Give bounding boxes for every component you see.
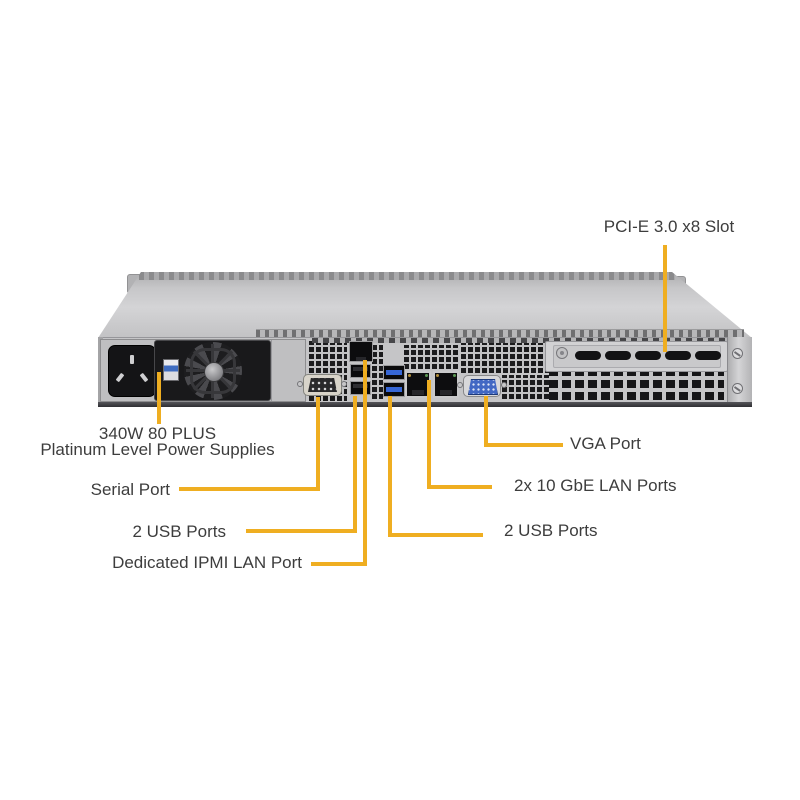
lan-led-green: [453, 374, 456, 377]
pcie-bracket-vent: [575, 351, 601, 360]
label-pcie-slot: PCI-E 3.0 x8 Slot: [603, 217, 735, 236]
callout-line-lan-h: [427, 485, 492, 489]
callout-line-vga-v: [484, 396, 488, 447]
label-power-supply-line2: Platinum Level Power Supplies: [40, 440, 275, 459]
usb2-tongue: [353, 367, 368, 371]
label-ipmi-lan-port: Dedicated IPMI LAN Port: [112, 553, 302, 572]
callout-line-lan-v: [427, 380, 431, 489]
callout-line-serial-h: [179, 487, 320, 491]
bracket-thumbscrew: [556, 347, 568, 359]
pcie-bracket-vent: [695, 351, 721, 360]
callout-line-ipmi-v: [363, 360, 367, 566]
vent-grid-rect: [549, 372, 724, 400]
psu-fan-hub: [204, 362, 224, 382]
callout-line-usb-left-h: [246, 529, 357, 533]
label-usb-ports-right: 2 USB Ports: [504, 521, 598, 540]
callout-line-psu: [157, 372, 161, 424]
vga-screw: [501, 382, 507, 388]
label-vga-port: VGA Port: [570, 434, 641, 453]
vent-grid: [502, 375, 550, 399]
vga-port-pins: [468, 379, 498, 395]
callout-line-vga-h: [484, 443, 563, 447]
power-pin: [130, 355, 134, 364]
label-serial-port: Serial Port: [90, 480, 170, 499]
ipmi-lan-port: [349, 341, 373, 362]
callout-line-usb-right-v: [388, 396, 392, 537]
vga-screw: [457, 382, 463, 388]
pcie-bracket-vent: [635, 351, 661, 360]
chassis-top-lid: [98, 272, 752, 338]
callout-line-serial-v: [316, 397, 320, 490]
lan-led-green: [425, 374, 428, 377]
lid-front-vent-strip: [139, 272, 675, 280]
rail-screw: [732, 383, 743, 394]
usb3-tongue: [386, 370, 402, 375]
chassis-bottom-edge: [98, 402, 752, 407]
rail-screw: [732, 348, 743, 359]
power-inlet-c14: [108, 345, 156, 397]
power-pin: [115, 372, 125, 383]
power-pin: [139, 372, 149, 383]
usb3-tongue: [386, 387, 402, 392]
pcie-bracket-vent: [665, 351, 691, 360]
callout-line-pcie: [663, 245, 667, 352]
serial-port-pins: [308, 378, 337, 392]
serial-screw: [297, 381, 303, 387]
usb2-tongue: [353, 384, 368, 388]
psu-fan-sticker: [163, 359, 179, 381]
callout-line-usb-right-h: [388, 533, 483, 537]
label-power-supply-line1: 340W 80 PLUS: [98, 424, 217, 443]
callout-line-usb-left-v: [353, 396, 357, 533]
lan-latch: [412, 390, 424, 395]
label-usb-ports-left: 2 USB Ports: [132, 522, 226, 541]
lan-led-amber: [436, 374, 439, 377]
lan-latch: [440, 390, 452, 395]
pcie-bracket-vent: [605, 351, 631, 360]
callout-line-ipmi-h: [311, 562, 367, 566]
label-power-supply: 340W 80 PLUS Platinum Level Power Suppli…: [40, 424, 275, 459]
serial-screw: [341, 381, 347, 387]
label-lan-ports: 2x 10 GbE LAN Ports: [514, 476, 677, 495]
psu-seam: [271, 340, 272, 401]
vent-grid: [372, 342, 383, 399]
ipmi-lan-latch: [356, 357, 366, 361]
rear-top-vent-row: [312, 338, 742, 343]
lid-rear-vent-strip: [256, 329, 744, 338]
lan-led-amber: [408, 374, 411, 377]
vent-grid: [404, 345, 459, 369]
vent-grid: [461, 341, 551, 373]
